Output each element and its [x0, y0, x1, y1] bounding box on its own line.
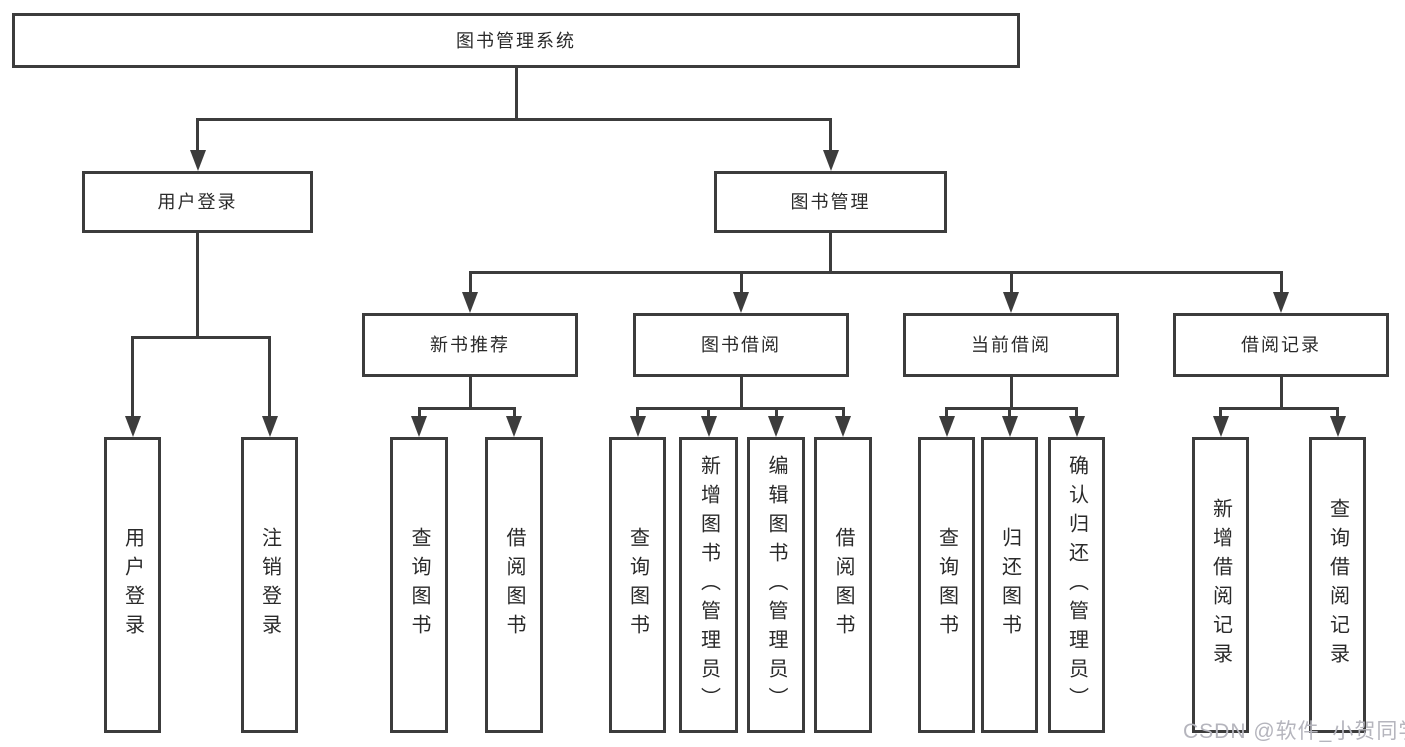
connector-line [707, 407, 710, 418]
arrowhead-down-icon [768, 416, 784, 437]
node-label-borrow-add-book-admin: 新增图书（管理员） [697, 454, 720, 716]
connector-line [196, 118, 832, 121]
connector-line [829, 233, 832, 274]
node-borrowing-records: 借阅记录 [1173, 313, 1389, 377]
connector-line [468, 271, 472, 294]
connector-line [1336, 407, 1339, 418]
node-label-recommend-borrow-book: 借阅图书 [503, 527, 525, 643]
node-borrow-borrow-book: 借阅图书 [814, 437, 872, 733]
connector-line [468, 377, 472, 410]
node-current-borrowing: 当前借阅 [903, 313, 1119, 377]
arrowhead-down-icon [124, 416, 141, 437]
node-user-login-leaf: 用户登录 [104, 437, 161, 733]
node-current-confirm-return-admin: 确认归还（管理员） [1048, 437, 1105, 733]
node-label-borrow-query-book: 查询图书 [626, 527, 649, 643]
node-new-book-recommend: 新书推荐 [362, 313, 578, 377]
node-book-borrowing: 图书借阅 [633, 313, 849, 377]
node-label-library-system: 图书管理系统 [456, 30, 576, 51]
arrowhead-down-icon [1003, 292, 1019, 313]
connector-line [468, 271, 1283, 274]
connector-line [417, 407, 516, 410]
node-label-current-confirm-return-admin: 确认归还（管理员） [1065, 454, 1088, 716]
connector-line [417, 407, 421, 418]
node-book-management: 图书管理 [714, 171, 947, 233]
arrowhead-down-icon [629, 416, 646, 437]
node-label-records-query-record: 查询借阅记录 [1326, 498, 1349, 672]
node-label-current-return-book: 归还图书 [998, 527, 1021, 643]
node-records-add-record: 新增借阅记录 [1192, 437, 1249, 733]
node-label-book-borrowing: 图书借阅 [701, 335, 781, 355]
node-records-query-record: 查询借阅记录 [1309, 437, 1366, 733]
node-library-system: 图书管理系统 [12, 13, 1020, 68]
connector-line [945, 407, 948, 418]
connector-line [1279, 377, 1283, 410]
node-recommend-borrow-book: 借阅图书 [485, 437, 543, 733]
connector-line [636, 407, 639, 418]
connector-line [774, 407, 778, 418]
node-logout-leaf: 注销登录 [241, 437, 298, 733]
node-label-borrow-borrow-book: 借阅图书 [832, 527, 854, 643]
arrowhead-down-icon [1068, 416, 1085, 437]
node-label-borrowing-records: 借阅记录 [1241, 335, 1321, 355]
connector-line [196, 118, 199, 152]
connector-line [636, 407, 845, 410]
arrowhead-down-icon [938, 416, 955, 437]
node-label-new-book-recommend: 新书推荐 [430, 335, 510, 355]
csdn-watermark: CSDN @软件_小贺同学 [1183, 720, 1405, 743]
node-label-recommend-query-book: 查询图书 [408, 527, 430, 643]
connector-line [739, 377, 743, 410]
connector-line [1009, 377, 1013, 410]
arrowhead-down-icon [411, 416, 427, 437]
connector-line [1219, 407, 1339, 410]
connector-line [512, 407, 516, 418]
node-label-logout-leaf: 注销登录 [258, 527, 281, 643]
node-user-login: 用户登录 [82, 171, 313, 233]
node-borrow-edit-book-admin: 编辑图书（管理员） [747, 437, 805, 733]
connector-line [1219, 407, 1222, 418]
connector-line [739, 271, 743, 294]
arrowhead-down-icon [462, 292, 478, 313]
connector-line [841, 407, 845, 418]
arrowhead-down-icon [189, 150, 206, 171]
node-borrow-query-book: 查询图书 [609, 437, 666, 733]
node-label-user-login: 用户登录 [157, 192, 238, 212]
node-label-user-login-leaf: 用户登录 [121, 527, 144, 643]
node-label-records-add-record: 新增借阅记录 [1209, 498, 1232, 672]
arrowhead-down-icon [835, 416, 851, 437]
node-current-return-book: 归还图书 [981, 437, 1038, 733]
arrowhead-down-icon [261, 416, 278, 437]
node-borrow-add-book-admin: 新增图书（管理员） [679, 437, 738, 733]
connector-line [1008, 407, 1011, 418]
node-label-current-query-book: 查询图书 [935, 527, 958, 643]
connector-line [196, 233, 199, 339]
connector-line [514, 68, 518, 121]
connector-line [268, 336, 271, 418]
connector-line [829, 118, 832, 152]
node-label-current-borrowing: 当前借阅 [971, 335, 1051, 355]
arrowhead-down-icon [733, 292, 749, 313]
arrowhead-down-icon [1001, 416, 1018, 437]
node-label-borrow-edit-book-admin: 编辑图书（管理员） [765, 454, 787, 716]
connector-line [1279, 271, 1283, 294]
arrowhead-down-icon [1329, 416, 1346, 437]
arrowhead-down-icon [1212, 416, 1229, 437]
arrowhead-down-icon [1273, 292, 1289, 313]
node-label-book-management: 图书管理 [790, 192, 871, 212]
arrowhead-down-icon [506, 416, 522, 437]
node-current-query-book: 查询图书 [918, 437, 975, 733]
connector-line [1009, 271, 1013, 294]
node-recommend-query-book: 查询图书 [390, 437, 448, 733]
connector-line [131, 336, 134, 418]
connector-line [945, 407, 1078, 410]
connector-line [131, 336, 271, 339]
arrowhead-down-icon [822, 150, 839, 171]
connector-line [1075, 407, 1078, 418]
arrowhead-down-icon [700, 416, 717, 437]
